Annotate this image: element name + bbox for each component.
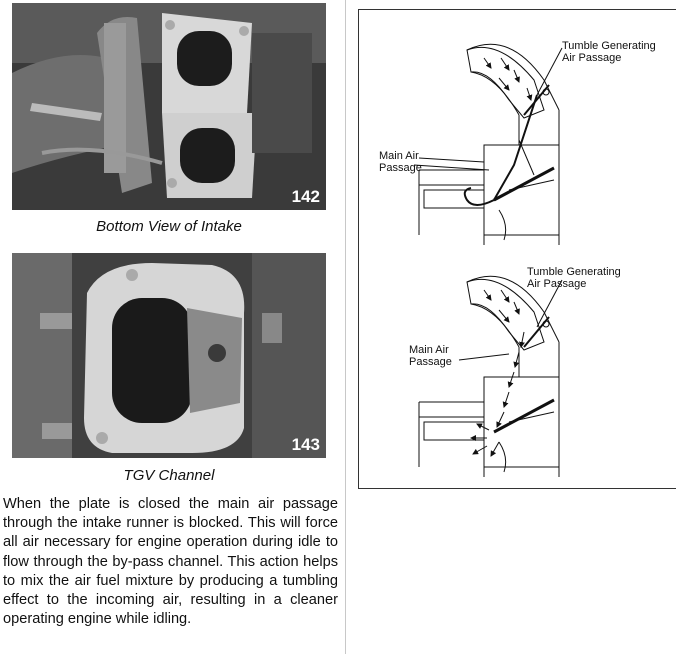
photo-number: 142 [291,187,320,206]
tgv-airflow-diagram: Tumble Generating Air Passage Main Air P… [358,9,676,489]
photo-tgv-channel: 143 [12,253,326,458]
diagram-graphic [413,43,563,477]
photo-number: 143 [291,435,320,454]
bottom-main-air-label: Main Air Passage [409,344,452,368]
photo-caption: Bottom View of Intake [96,218,242,235]
body-paragraph: When the plate is closed the main air pa… [3,496,338,628]
top-main-air-label: Main Air Passage [379,150,422,174]
bottom-tumble-label: Tumble Generating Air Passage [527,266,621,290]
photo-caption: TGV Channel [123,467,215,484]
top-tumble-label: Tumble Generating Air Passage [562,40,656,64]
photo-bottom-view-of-intake: 142 [12,3,326,210]
tgv-photo-graphic [12,253,326,458]
intake-photo-graphic [12,3,326,210]
top-diagram [413,43,563,245]
bottom-diagram [418,275,563,477]
column-divider [345,0,346,654]
